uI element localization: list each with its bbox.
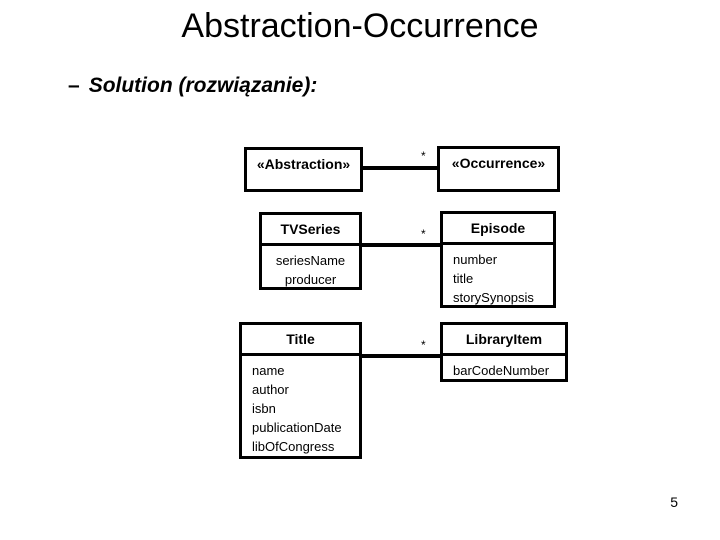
uml-attribute: number (453, 252, 498, 267)
uml-class-name-title: Title (242, 325, 359, 356)
uml-class-episode[interactable]: Episode number title storySynopsis (440, 211, 556, 308)
uml-class-name-abstraction: «Abstraction» (256, 156, 351, 172)
uml-class-abstraction[interactable]: «Abstraction» (244, 147, 363, 192)
uml-attributes-episode: number title storySynopsis (443, 245, 553, 313)
uml-class-name-occurrence: «Occurrence» (451, 155, 546, 171)
association-line-pattern-row (360, 166, 440, 170)
association-line-title-row (359, 354, 441, 358)
multiplicity-tvseries-row: * (421, 227, 426, 241)
uml-attributes-tvseries: seriesName producer (262, 246, 359, 295)
bullet-solution-label: Solution (rozwiązanie): (88, 74, 318, 97)
uml-class-libraryitem[interactable]: LibraryItem barCodeNumber (440, 322, 568, 382)
uml-class-title[interactable]: Title name author isbn publicationDate l… (239, 322, 362, 459)
uml-attributes-libraryitem: barCodeNumber (443, 356, 565, 386)
uml-attribute: publicationDate (252, 420, 342, 435)
uml-class-name-libraryitem: LibraryItem (443, 325, 565, 356)
bullet-solution: –Solution (rozwiązanie): (68, 72, 317, 100)
uml-class-occurrence[interactable]: «Occurrence» (437, 146, 560, 192)
uml-attributes-title: name author isbn publicationDate libOfCo… (242, 356, 359, 462)
uml-class-tvseries[interactable]: TVSeries seriesName producer (259, 212, 362, 290)
uml-attribute: author (252, 382, 289, 397)
uml-attribute: libOfCongress (252, 439, 335, 454)
uml-attribute: name (252, 363, 285, 378)
multiplicity-title-row: * (421, 338, 426, 352)
uml-class-name-episode: Episode (443, 214, 553, 245)
uml-attribute: title (453, 271, 474, 286)
bullet-dash-marker: – (68, 74, 80, 97)
page-title: Abstraction-Occurrence (181, 7, 539, 45)
uml-attribute: storySynopsis (453, 290, 534, 305)
association-line-tvseries-row (359, 243, 441, 247)
multiplicity-pattern-row: * (421, 149, 426, 163)
uml-attribute: isbn (252, 401, 276, 416)
uml-attribute: barCodeNumber (453, 363, 550, 378)
page-number: 5 (670, 494, 678, 510)
uml-class-name-tvseries: TVSeries (262, 215, 359, 246)
uml-attribute: seriesName (275, 253, 346, 268)
uml-attribute: producer (284, 272, 337, 287)
